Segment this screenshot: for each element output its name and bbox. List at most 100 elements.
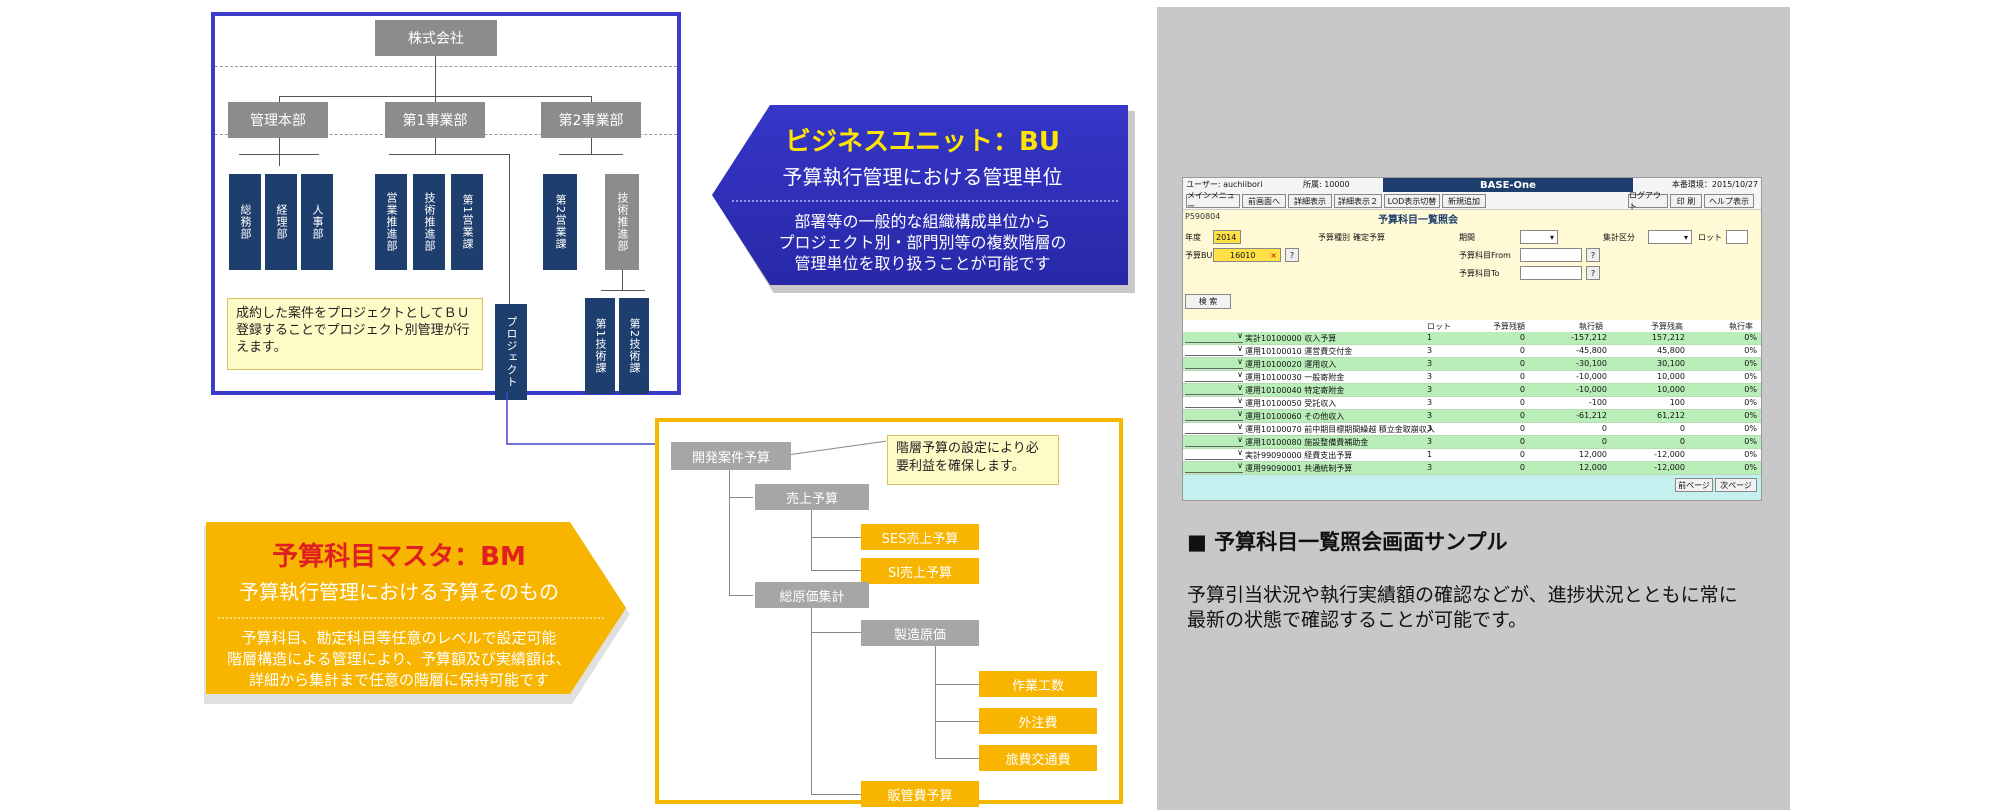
bm-title: 予算科目マスタ：BM (272, 542, 526, 572)
cell-name: 運用10100060 その他収入 (1245, 412, 1345, 421)
cell-rate: 0% (1744, 333, 1757, 342)
tree-line (729, 470, 730, 595)
row-select[interactable]: ∨ (1185, 357, 1243, 369)
bm-body: 予算科目、勘定科目等任意のレベルで設定可能 階層構造による管理により、予算額及び… (204, 628, 594, 691)
help-button[interactable]: ヘルプ表示 (1704, 194, 1754, 208)
row-select[interactable]: ∨ (1185, 396, 1243, 408)
row-select[interactable]: ∨ (1185, 383, 1243, 395)
chevron-down-icon: ∨ (1237, 448, 1243, 457)
bu-banner: ビジネスユニット：BU 予算執行管理における管理単位 部署等の一般的な組織構成単… (710, 103, 1135, 293)
row-select[interactable]: ∨ (1185, 409, 1243, 421)
row-select[interactable]: ∨ (1185, 344, 1243, 356)
search-button[interactable]: 検 索 (1185, 294, 1231, 309)
print-button[interactable]: 印 刷 (1670, 194, 1702, 208)
cell-exec: -100 (1588, 398, 1607, 407)
detail-button[interactable]: 詳細表示 (1288, 194, 1332, 208)
lod-toggle-button[interactable]: LOD表示切替 (1384, 194, 1440, 208)
tree-node-leaf: SES売上予算 (861, 524, 979, 550)
screen-title: 予算科目一覧照会 (1378, 215, 1458, 226)
cell-lot: 3 (1427, 424, 1433, 433)
bu-lookup-button[interactable]: ? (1285, 248, 1299, 262)
detail2-button[interactable]: 詳細表示２ (1334, 194, 1382, 208)
row-select[interactable]: ∨ (1185, 448, 1243, 460)
to-input[interactable] (1520, 266, 1582, 280)
cell-exec: -157,212 (1571, 333, 1607, 342)
back-button[interactable]: 前画面へ (1242, 194, 1286, 208)
cell-remain: 10,000 (1657, 385, 1685, 394)
type-value: 確定予算 (1353, 233, 1385, 242)
cell-rate: 0% (1744, 437, 1757, 446)
org-line (601, 290, 645, 291)
cell-rate: 0% (1744, 359, 1757, 368)
tree-line (811, 608, 812, 794)
cell-budget: 0 (1519, 411, 1525, 420)
menu-button[interactable]: メインメニュー (1186, 191, 1240, 211)
clear-icon[interactable]: × (1270, 250, 1277, 260)
bm-body-line: 階層構造による管理により、予算額及び実績額は、 (227, 650, 571, 668)
cell-lot: 3 (1427, 372, 1433, 381)
cell-rate: 0% (1744, 346, 1757, 355)
app-org: 所属: 10000 (1303, 180, 1350, 189)
logout-button[interactable]: ログアウト (1628, 191, 1668, 211)
cell-budget: 0 (1519, 450, 1525, 459)
row-select[interactable]: ∨ (1185, 370, 1243, 382)
to-lookup-button[interactable]: ? (1586, 266, 1600, 280)
row-select[interactable]: ∨ (1185, 435, 1243, 447)
bu-banner-shape (712, 105, 1135, 293)
chevron-down-icon: ▾ (1549, 232, 1554, 242)
row-select[interactable]: ∨ (1185, 461, 1243, 473)
tree-node-leaf: SI売上予算 (861, 558, 979, 584)
tree-line (935, 646, 936, 758)
bm-body-line: 詳細から集計まで任意の階層に保持可能です (248, 671, 549, 689)
year-label: 年度 (1185, 233, 1201, 242)
col-exec: 執行額 (1579, 322, 1603, 331)
cell-exec: -10,000 (1576, 385, 1607, 394)
next-page-button[interactable]: 次ページ (1715, 478, 1757, 492)
class-select[interactable]: ▾ (1648, 230, 1692, 244)
from-input[interactable] (1520, 248, 1582, 262)
cell-name: 運用10100040 特定寄附金 (1245, 386, 1345, 395)
cell-name: 運用10100050 受託収入 (1245, 399, 1337, 408)
lot-label: ロット (1698, 233, 1722, 242)
prev-page-button[interactable]: 前ページ (1675, 478, 1713, 492)
from-lookup-button[interactable]: ? (1586, 248, 1600, 262)
year-input[interactable]: 2014 (1213, 230, 1241, 244)
bu-subtitle: 予算執行管理における管理単位 (782, 165, 1063, 189)
bu-body: 部署等の一般的な組織構成単位から プロジェクト別・部門別等の複数階層の 管理単位… (710, 211, 1135, 274)
add-button[interactable]: 新規追加 (1442, 194, 1486, 208)
cell-budget: 0 (1519, 463, 1525, 472)
tree-line (811, 537, 861, 538)
period-select[interactable]: ▾ (1520, 230, 1558, 244)
org-line (591, 138, 592, 154)
cell-name: 運用10100020 運用収入 (1245, 360, 1337, 369)
cell-budget: 0 (1519, 437, 1525, 446)
tree-line (935, 721, 979, 722)
row-select[interactable]: ∨ (1185, 422, 1243, 434)
cell-exec: -10,000 (1576, 372, 1607, 381)
chevron-down-icon: ∨ (1237, 370, 1243, 379)
cell-remain: 157,212 (1651, 333, 1685, 342)
chevron-down-icon: ∨ (1237, 357, 1243, 366)
cell-remain: 10,000 (1657, 372, 1685, 381)
bu-input[interactable]: 16010 × (1213, 248, 1281, 262)
org-line (559, 154, 623, 155)
org-line (591, 96, 592, 102)
cell-exec: -61,212 (1576, 411, 1607, 420)
tree-node-leaf: 作業工数 (979, 671, 1097, 697)
tree-line (811, 570, 861, 571)
lot-input[interactable] (1726, 230, 1748, 244)
row-select[interactable]: ∨ (1185, 331, 1243, 343)
screen-sample-panel: ユーザー: auchiibori 所属: 10000 BASE-One 本番環境… (1157, 7, 1790, 810)
